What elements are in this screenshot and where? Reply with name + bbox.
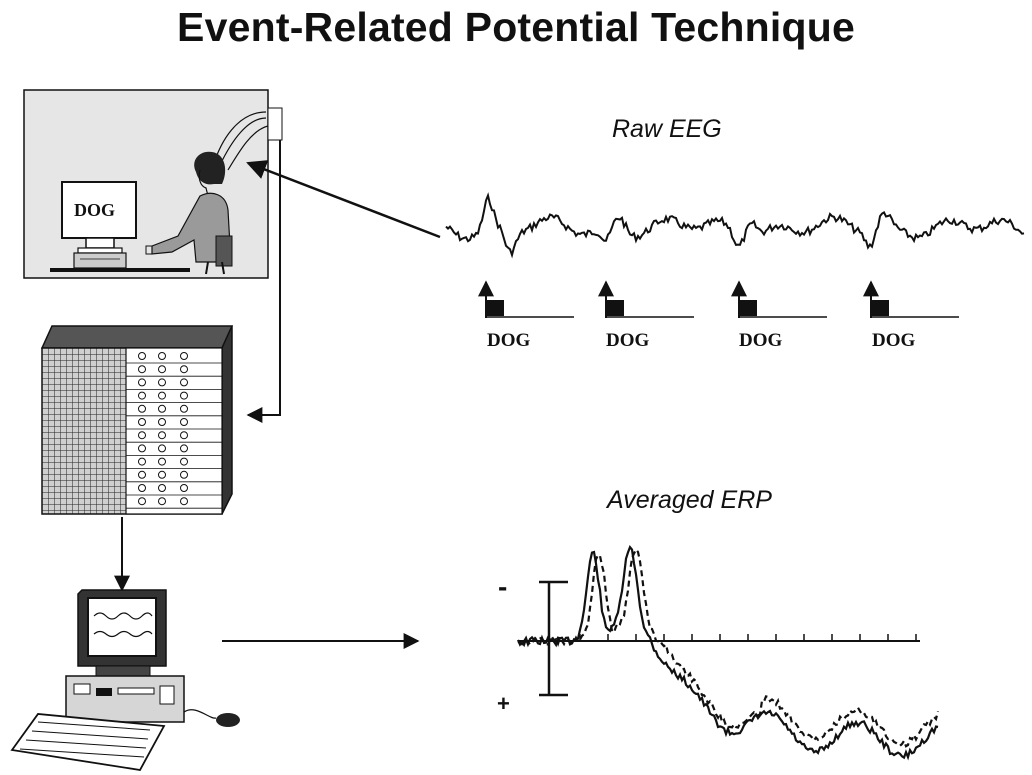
channel-knob	[138, 484, 146, 492]
averaged-erp-label: Averaged ERP	[607, 486, 772, 514]
erp-plot: - +	[497, 545, 940, 761]
channel-knob	[138, 378, 146, 387]
stimulus-marker	[598, 280, 694, 318]
channel-knob	[158, 352, 166, 360]
channel-knob	[138, 457, 146, 466]
stimulus-marker	[863, 280, 959, 318]
keyboard-keys	[19, 721, 151, 758]
monitor-word: DOG	[74, 200, 116, 220]
channel-knob	[158, 391, 166, 400]
channel-knob	[138, 352, 146, 360]
stimulus-duration-block	[871, 300, 889, 316]
channel-knob	[180, 497, 188, 506]
channel-knob	[158, 457, 166, 466]
stimulus-label-2: DOG	[606, 330, 650, 351]
stimulus-duration-block	[486, 300, 504, 316]
channel-knob	[158, 365, 166, 374]
mouse-icon	[216, 713, 240, 727]
channel-knob	[158, 497, 166, 506]
erp-waveform-dashed	[516, 547, 940, 748]
page-title: Event-Related Potential Technique	[177, 4, 855, 50]
channel-knob	[158, 418, 166, 426]
channel-knob	[158, 431, 166, 440]
stimulus-markers	[478, 280, 959, 318]
channel-knob	[180, 404, 188, 413]
amplifier-channel-rows	[126, 352, 222, 509]
channel-knob	[180, 431, 188, 440]
channel-knob	[158, 470, 166, 479]
channel-knob	[138, 431, 146, 440]
signal-arrow-to-head	[246, 160, 441, 239]
stimulus-marker	[731, 280, 827, 318]
channel-knob	[158, 404, 166, 413]
channel-knob	[180, 391, 188, 400]
channel-knob	[180, 378, 188, 387]
channel-knob	[138, 365, 146, 374]
channel-knob	[180, 470, 188, 479]
amplifier-cabinet	[40, 325, 234, 515]
stimulus-marker	[478, 280, 574, 318]
channel-knob	[138, 418, 146, 426]
channel-knob	[138, 470, 146, 479]
channel-knob	[138, 391, 146, 400]
channel-knob	[180, 352, 188, 360]
computer-workstation	[10, 589, 240, 771]
raw-eeg-label: Raw EEG	[612, 115, 722, 143]
channel-knob	[158, 444, 166, 453]
stimulus-label-1: DOG	[487, 330, 531, 351]
channel-knob	[138, 404, 146, 413]
channel-knob	[180, 444, 188, 453]
eeg-trace	[445, 192, 1025, 259]
stimulus-label-4: DOG	[872, 330, 916, 351]
erp-waveform-solid	[517, 545, 939, 761]
channel-knob	[138, 497, 146, 506]
channel-knob	[180, 484, 188, 492]
channel-knob	[180, 418, 188, 426]
negative-polarity-sign: -	[498, 571, 507, 602]
channel-knob	[138, 444, 146, 453]
channel-knob	[158, 378, 166, 387]
monitor-icon	[61, 181, 137, 269]
signal-arrow-to-amplifier	[246, 140, 281, 423]
stimulus-label-3: DOG	[739, 330, 783, 351]
erp-time-ticks	[579, 634, 917, 641]
stimulus-duration-block	[606, 300, 624, 316]
channel-knob	[180, 365, 188, 374]
channel-knob	[180, 457, 188, 466]
positive-polarity-sign: +	[497, 691, 510, 716]
channel-knob	[158, 484, 166, 492]
stimulus-duration-block	[739, 300, 757, 316]
participant-scene	[23, 89, 283, 279]
person-icon	[145, 151, 233, 275]
